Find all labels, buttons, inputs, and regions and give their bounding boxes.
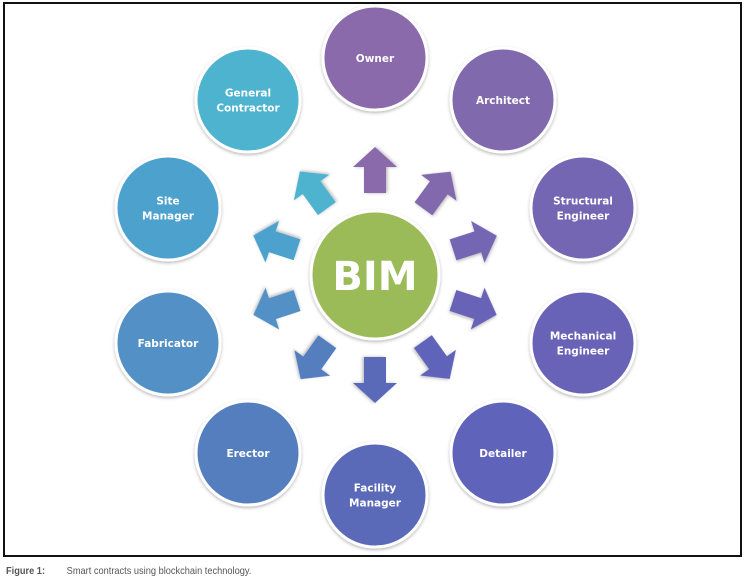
node-circle-mechanical-engineer <box>529 289 637 397</box>
arrow-to-site-manager <box>253 220 301 263</box>
arrow-to-detailer <box>413 335 456 379</box>
arrows-group <box>253 147 497 403</box>
node-label-architect: Architect <box>476 95 530 107</box>
node-label-line: Mechanical <box>550 331 616 343</box>
arrow-to-structural-engineer <box>449 220 497 263</box>
node-label-line: Facility <box>354 483 397 495</box>
arrow-to-owner <box>353 147 397 193</box>
node-label-line: Erector <box>226 448 270 460</box>
node-label-line: Architect <box>476 95 530 107</box>
node-label-line: Fabricator <box>138 338 199 350</box>
arrow-to-architect <box>414 171 457 216</box>
hub-group: BIM <box>309 209 441 341</box>
node-circle-fabricator <box>114 289 222 397</box>
node-label-line: Site <box>156 196 179 208</box>
node-label-owner: Owner <box>356 53 395 65</box>
node-label-line: Manager <box>349 498 402 510</box>
arrow-to-mechanical-engineer <box>449 287 497 330</box>
bim-hub-label: BIM <box>332 254 417 300</box>
arrow-to-general-contractor <box>293 171 336 216</box>
bim-hub-circle <box>309 209 441 341</box>
node-label-line: Engineer <box>557 346 610 358</box>
caption-text: Smart contracts using blockchain technol… <box>66 565 252 577</box>
node-circle-site-manager <box>114 154 222 262</box>
node-label-line: General <box>225 88 271 100</box>
arrow-to-erector <box>294 335 337 380</box>
node-label-line: Owner <box>356 53 395 65</box>
node-label-line: Detailer <box>479 448 527 460</box>
node-label-fabricator: Fabricator <box>138 338 199 350</box>
node-label-line: Engineer <box>557 211 610 223</box>
node-label-detailer: Detailer <box>479 448 527 460</box>
node-label-erector: Erector <box>226 448 270 460</box>
arrow-to-facility-manager <box>353 357 397 403</box>
arrow-to-fabricator <box>253 287 301 330</box>
node-label-line: Structural <box>553 196 613 208</box>
figure-caption: Figure 1: Smart contracts using blockcha… <box>6 565 251 577</box>
node-label-line: Manager <box>142 211 195 223</box>
node-circle-structural-engineer <box>529 154 637 262</box>
node-circle-erector <box>194 399 302 507</box>
figure-number: Figure 1: <box>6 565 46 577</box>
node-circle-owner <box>321 4 429 112</box>
node-circle-detailer <box>449 399 557 507</box>
node-circle-general-contractor <box>194 46 302 154</box>
node-circle-architect <box>449 46 557 154</box>
node-circle-facility-manager <box>321 441 429 549</box>
node-label-line: Contractor <box>216 103 280 115</box>
